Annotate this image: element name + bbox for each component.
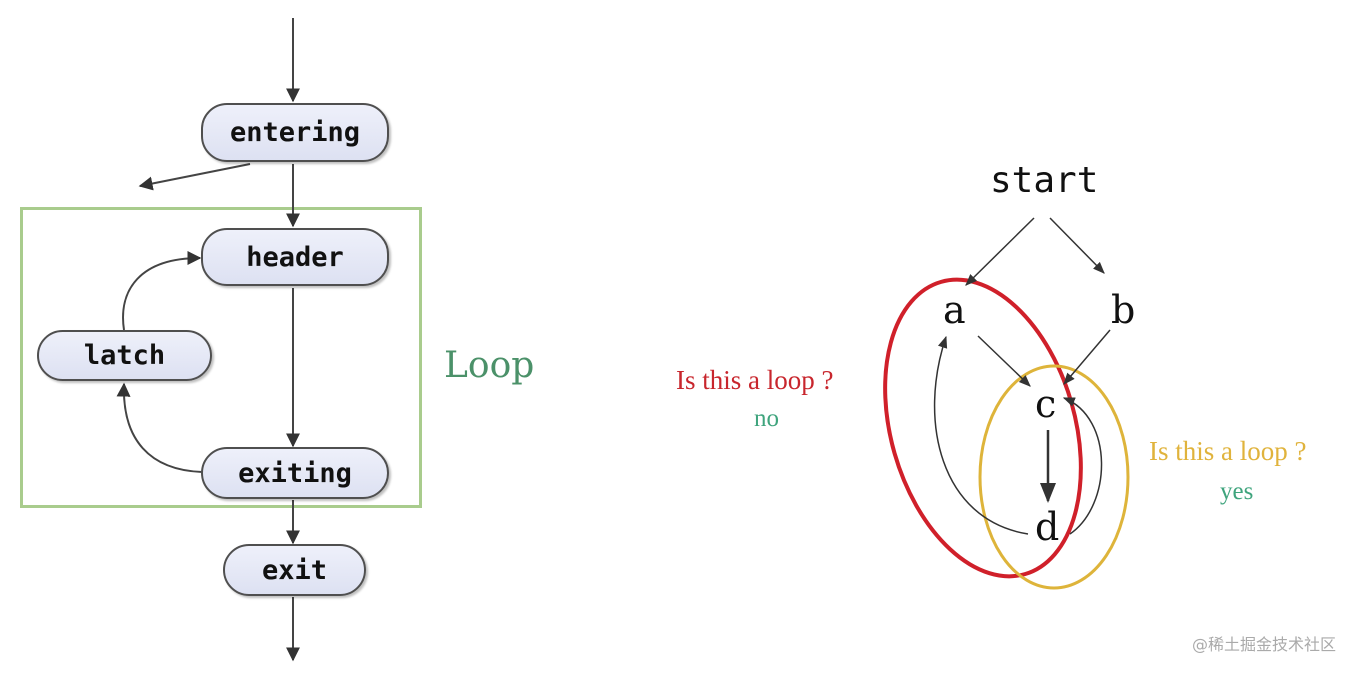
edge-b-to-c: [1063, 329, 1111, 385]
yellow-ellipse: [978, 364, 1130, 590]
question-left: Is this a loop ?: [676, 365, 834, 395]
question-right: Is this a loop ?: [1149, 436, 1307, 466]
red-ellipse: [883, 277, 1083, 579]
loop-region-box: [20, 207, 422, 508]
node-entering: entering: [201, 103, 389, 162]
node-start: start: [990, 160, 1099, 201]
edge-start-to-a: [965, 217, 1035, 286]
node-b: b: [1111, 288, 1136, 332]
loop-label: Loop: [444, 345, 535, 386]
edge-exiting-to-latch: [116, 382, 203, 473]
edge-latch-to-header: [122, 251, 202, 331]
edge-d-to-c: [1062, 397, 1103, 535]
node-exit: exit: [223, 544, 366, 596]
watermark: @稀土掘金技术社区: [1191, 635, 1336, 654]
node-exiting: exiting: [201, 447, 389, 499]
answer-right: yes: [1220, 478, 1254, 505]
node-c: c: [1035, 382, 1057, 426]
edge-entering-side-exit: [138, 163, 251, 191]
node-a: a: [943, 288, 966, 332]
node-latch: latch: [37, 330, 212, 381]
edge-start-to-b: [1049, 217, 1105, 274]
answer-left: no: [754, 405, 779, 432]
edge-a-to-c: [977, 335, 1031, 387]
node-d: d: [1035, 505, 1060, 549]
node-header: header: [201, 228, 389, 286]
edge-d-to-a: [933, 335, 1029, 535]
